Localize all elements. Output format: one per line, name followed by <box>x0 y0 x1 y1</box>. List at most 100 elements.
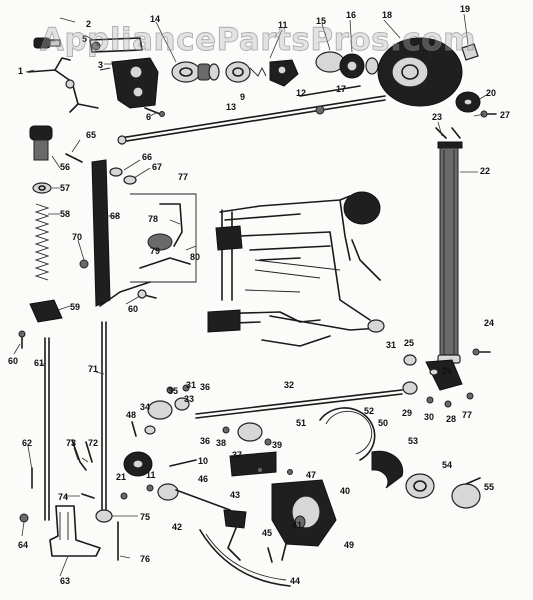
part-46-plate <box>229 451 277 477</box>
part-40-disc <box>157 483 179 501</box>
callout-71: 71 <box>88 364 98 374</box>
part-10-rod <box>169 459 197 467</box>
part-13-shaft <box>117 95 386 145</box>
callout-57: 57 <box>60 183 70 193</box>
part-56-knob <box>29 125 53 161</box>
callout-67: 67 <box>152 162 162 172</box>
callout-14: 14 <box>150 14 160 24</box>
part-75-collar <box>95 509 113 523</box>
callout-72: 72 <box>88 438 98 448</box>
callout-6: 6 <box>146 112 151 122</box>
part-57-washer <box>32 182 52 194</box>
callout-55: 55 <box>484 482 494 492</box>
callout-36a: 36 <box>200 382 210 392</box>
callout-29: 29 <box>402 408 412 418</box>
part-26-rocker <box>425 359 463 391</box>
callout-15: 15 <box>316 16 326 26</box>
leader-lines <box>13 13 489 577</box>
part-41-shuttle <box>294 515 306 529</box>
part-9-spring <box>225 61 267 83</box>
callout-26: 26 <box>442 366 452 376</box>
callout-1: 1 <box>18 66 23 76</box>
callout-77b: 77 <box>462 410 472 420</box>
part-15-16-cam <box>315 51 379 79</box>
callout-33: 33 <box>184 394 194 404</box>
part-19-washer <box>461 43 479 61</box>
part-77-bracket-box <box>130 193 197 283</box>
callout-43: 43 <box>230 490 240 500</box>
part-53-shuttle-cover <box>371 450 404 489</box>
callout-18: 18 <box>382 10 392 20</box>
callout-65: 65 <box>86 130 96 140</box>
callout-58: 58 <box>60 209 70 219</box>
part-45-screw <box>267 547 273 563</box>
part-55-bobbin-case <box>451 477 481 509</box>
part-20-knob <box>455 91 481 113</box>
callout-47: 47 <box>306 470 316 480</box>
part-54-bobbin <box>405 473 435 499</box>
part-6-pin <box>144 107 165 117</box>
machine-head <box>207 191 385 347</box>
callout-32: 32 <box>284 380 294 390</box>
callout-5: 5 <box>82 34 87 44</box>
part-12-nut <box>269 59 299 87</box>
part-37-38-block <box>222 422 272 446</box>
callout-25: 25 <box>404 338 414 348</box>
part-44-hook <box>199 529 291 587</box>
callout-61: 61 <box>34 358 44 368</box>
callout-12: 12 <box>296 88 306 98</box>
callout-66: 66 <box>142 152 152 162</box>
callout-3: 3 <box>98 60 103 70</box>
callout-24: 24 <box>484 318 494 328</box>
part-28-screws <box>444 392 474 408</box>
callout-54: 54 <box>442 460 452 470</box>
callout-41: 41 <box>292 520 302 530</box>
callout-10: 10 <box>198 456 208 466</box>
callout-73: 73 <box>66 438 76 448</box>
callout-70: 70 <box>72 232 82 242</box>
part-3-tension-block <box>99 57 159 109</box>
part-50-51-52-race <box>319 407 376 461</box>
callout-51: 51 <box>296 418 306 428</box>
callout-11: 11 <box>278 20 288 30</box>
part-21-11-small <box>120 484 154 500</box>
part-14-disc-set <box>171 61 220 83</box>
part-25-collar <box>403 354 417 366</box>
callout-20: 20 <box>486 88 496 98</box>
callout-22: 22 <box>480 166 490 176</box>
callout-45: 45 <box>262 528 272 538</box>
part-66-67-washers <box>109 167 137 185</box>
part-72-73-74-small <box>71 439 95 499</box>
part-47-screws <box>257 467 293 475</box>
part-18-handwheel <box>377 37 463 107</box>
part-60b-screw <box>18 330 26 349</box>
part-23-clamp <box>435 127 461 139</box>
part-61-bar <box>44 337 50 521</box>
callout-16: 16 <box>346 10 356 20</box>
part-59-block <box>29 299 63 323</box>
callout-19: 19 <box>460 4 470 14</box>
callout-76: 76 <box>140 554 150 564</box>
part-49-shuttle-carrier <box>271 479 337 561</box>
callout-31a: 31 <box>386 340 396 350</box>
part-64-screw <box>19 513 29 523</box>
callout-77: 77 <box>178 172 188 182</box>
part-29-collar <box>402 381 418 395</box>
part-5-bracket <box>89 37 143 53</box>
part-58-spring <box>34 203 50 281</box>
callout-49: 49 <box>344 540 354 550</box>
callout-31b: 31 <box>186 380 196 390</box>
callout-50: 50 <box>378 418 388 428</box>
callout-56: 56 <box>60 162 70 172</box>
callout-74: 74 <box>58 492 68 502</box>
callout-53: 53 <box>408 436 418 446</box>
callout-28: 28 <box>446 414 456 424</box>
part-43-shuttle-driver <box>223 509 247 561</box>
part-48-screw <box>131 421 137 437</box>
callout-17: 17 <box>336 84 346 94</box>
part-30-screw <box>426 396 434 404</box>
part-65-pin <box>65 153 83 163</box>
callout-64: 64 <box>18 540 28 550</box>
